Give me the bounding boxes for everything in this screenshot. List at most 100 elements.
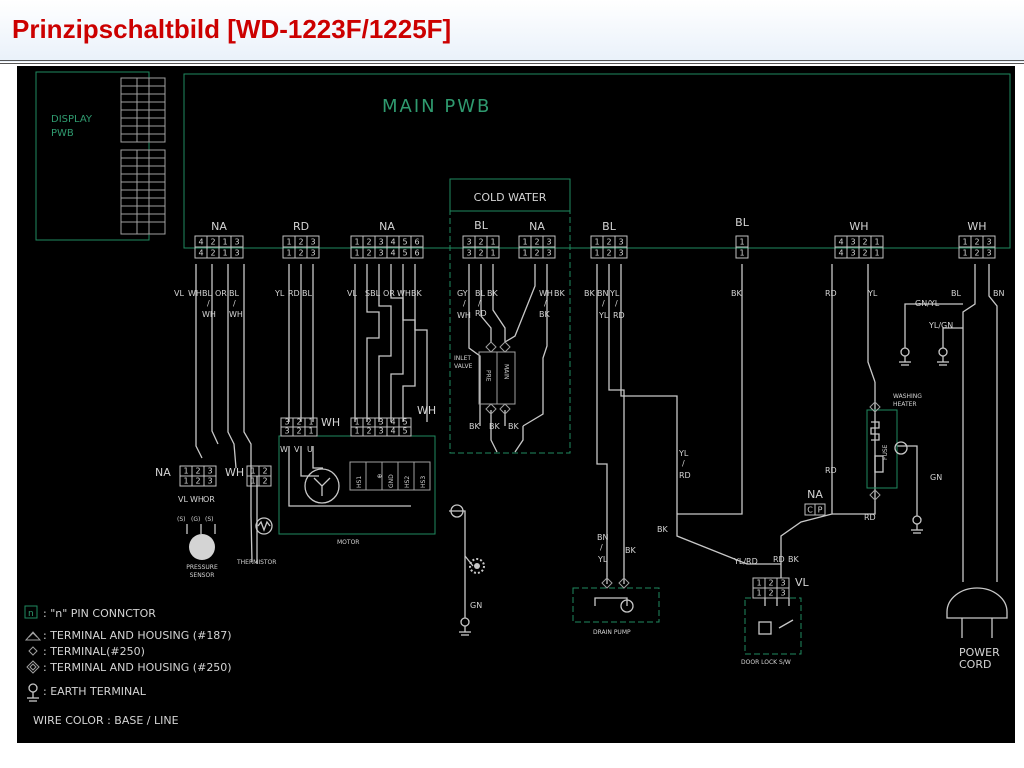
wire-label: / <box>478 299 481 308</box>
connector-pin: 4 <box>198 238 203 247</box>
connector-pin: 3 <box>780 589 785 598</box>
connector-pin: 6 <box>414 238 419 247</box>
wire-label: GN <box>470 601 482 610</box>
connector-pin: 1 <box>874 238 879 247</box>
connector-pin: 5 <box>402 238 407 247</box>
wire-label: WH <box>229 310 243 319</box>
wire-label: BK <box>657 525 668 534</box>
connector-pin: 3 <box>466 238 471 247</box>
connector-pin: 3 <box>546 238 551 247</box>
connector-pin: 3 <box>234 249 239 258</box>
connector-pin: 5 <box>402 249 407 258</box>
wire-label: BK <box>469 422 480 431</box>
wire-label: VL <box>174 289 184 298</box>
connector-pin: 2 <box>974 238 979 247</box>
earth-terminal-legend-icon <box>27 683 39 702</box>
wire-label: BL <box>475 289 485 298</box>
wire-label: RD <box>773 555 785 564</box>
connector-pin: 6 <box>414 249 419 258</box>
wire-label: BL <box>302 289 312 298</box>
connector-pin: 1 <box>308 418 313 427</box>
display-pwb-line-1: DISPLAY <box>51 114 93 125</box>
wire-label: BL <box>202 289 212 298</box>
pin-connector-symbol-label: n <box>28 609 34 619</box>
hs3-label: HS3 <box>420 476 427 488</box>
motor-label: MOTOR <box>337 539 359 546</box>
connector-pin: 2 <box>296 427 301 436</box>
connector-pin: 1 <box>490 249 495 258</box>
terminal-housing-250-icon <box>26 660 40 674</box>
connector-color-label: NA <box>155 466 171 479</box>
motor-wire-label: V <box>294 445 300 454</box>
legend-th250-text: : TERMINAL AND HOUSING (#250) <box>43 661 232 674</box>
wire-label: RD <box>825 466 837 475</box>
wire-label: WH <box>188 289 202 298</box>
wire-label: WH <box>202 310 216 319</box>
wire-label: / <box>615 299 618 308</box>
wire-label: YL/RD <box>733 557 758 566</box>
door-lock-icon <box>758 619 794 635</box>
connector-pin: 1 <box>756 579 761 588</box>
power-plug-icon <box>946 587 1008 638</box>
connector-pin: 2 <box>768 589 773 598</box>
main-connector-row: 44221133NA112233RD112233445566NA332211BL… <box>194 216 996 259</box>
pressure-sensor-icon <box>186 524 216 560</box>
earth-terminal-icon <box>459 617 471 636</box>
connector-color-label: BL <box>602 220 617 233</box>
display-pwb-line-2: PWB <box>51 128 74 139</box>
connector-pin: 3 <box>850 238 855 247</box>
connector-pin: 1 <box>490 238 495 247</box>
connector-pin: 2 <box>262 477 267 486</box>
wire-label: BK <box>487 289 498 298</box>
wire-label: GN/YL <box>915 299 940 308</box>
wire-label: GN <box>930 473 942 482</box>
wire-label: BK <box>508 422 519 431</box>
connector-pin: 2 <box>366 427 371 436</box>
wiring-diagram-svg: DISPLAY PWB MAIN PWB COLD WATER 44221133… <box>24 71 1011 727</box>
wire-label: WH <box>397 289 411 298</box>
wire-label: VL <box>178 495 188 504</box>
connector-pin: 4 <box>838 238 843 247</box>
wire-label: RD <box>864 513 876 522</box>
wire-label: BL <box>951 289 961 298</box>
legend-earth-text: : EARTH TERMINAL <box>43 685 147 698</box>
wire-label: YL <box>598 311 609 320</box>
drain-terminals <box>601 577 630 589</box>
connector-pin: 2 <box>534 249 539 258</box>
earth-terminal-icon <box>450 504 464 518</box>
door-lock-outline <box>744 597 802 655</box>
page-title: Prinzipschaltbild [WD-1223F/1225F] <box>12 14 452 44</box>
connector-pin: 3 <box>618 238 623 247</box>
hs2-label: HS2 <box>404 476 411 488</box>
legend-pin-text: : "n" PIN CONNCTOR <box>43 607 156 620</box>
connector-pin: 2 <box>768 579 773 588</box>
wire-label: YL/GN <box>928 321 953 330</box>
connector-pin: 2 <box>974 249 979 258</box>
connector-pin: 1 <box>354 427 359 436</box>
wire-label: / <box>207 299 210 308</box>
wire-label: / <box>463 299 466 308</box>
wire-label: / <box>233 299 236 308</box>
wire-label: OR <box>203 495 215 504</box>
connector-pin: 3 <box>378 249 383 258</box>
connector-pin: 2 <box>534 238 539 247</box>
drain-pump-label: DRAIN PUMP <box>593 629 631 636</box>
wire-traces <box>195 264 998 618</box>
drain-pump-icon <box>594 597 634 613</box>
connector-pin: 2 <box>366 249 371 258</box>
wire-label: WH <box>539 289 553 298</box>
wire-label: RD <box>288 289 300 298</box>
wire-label: YL <box>867 289 878 298</box>
connector-pin: 3 <box>207 467 212 476</box>
connector-pin: 4 <box>390 418 395 427</box>
connector-pin: 1 <box>739 238 744 247</box>
